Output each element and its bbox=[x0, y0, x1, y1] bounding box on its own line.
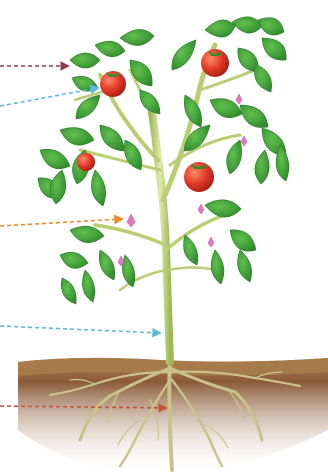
stem-pointer-arrow bbox=[0, 326, 160, 333]
tomato-fruit bbox=[77, 153, 95, 171]
tomato-fruit bbox=[201, 49, 229, 77]
flower bbox=[198, 204, 204, 214]
flower bbox=[241, 136, 247, 146]
flower bbox=[127, 214, 135, 227]
tomato-fruit bbox=[100, 71, 126, 97]
flower bbox=[208, 237, 214, 247]
tomato-fruit bbox=[184, 162, 214, 192]
flowers bbox=[118, 94, 247, 266]
flower bbox=[236, 94, 242, 104]
